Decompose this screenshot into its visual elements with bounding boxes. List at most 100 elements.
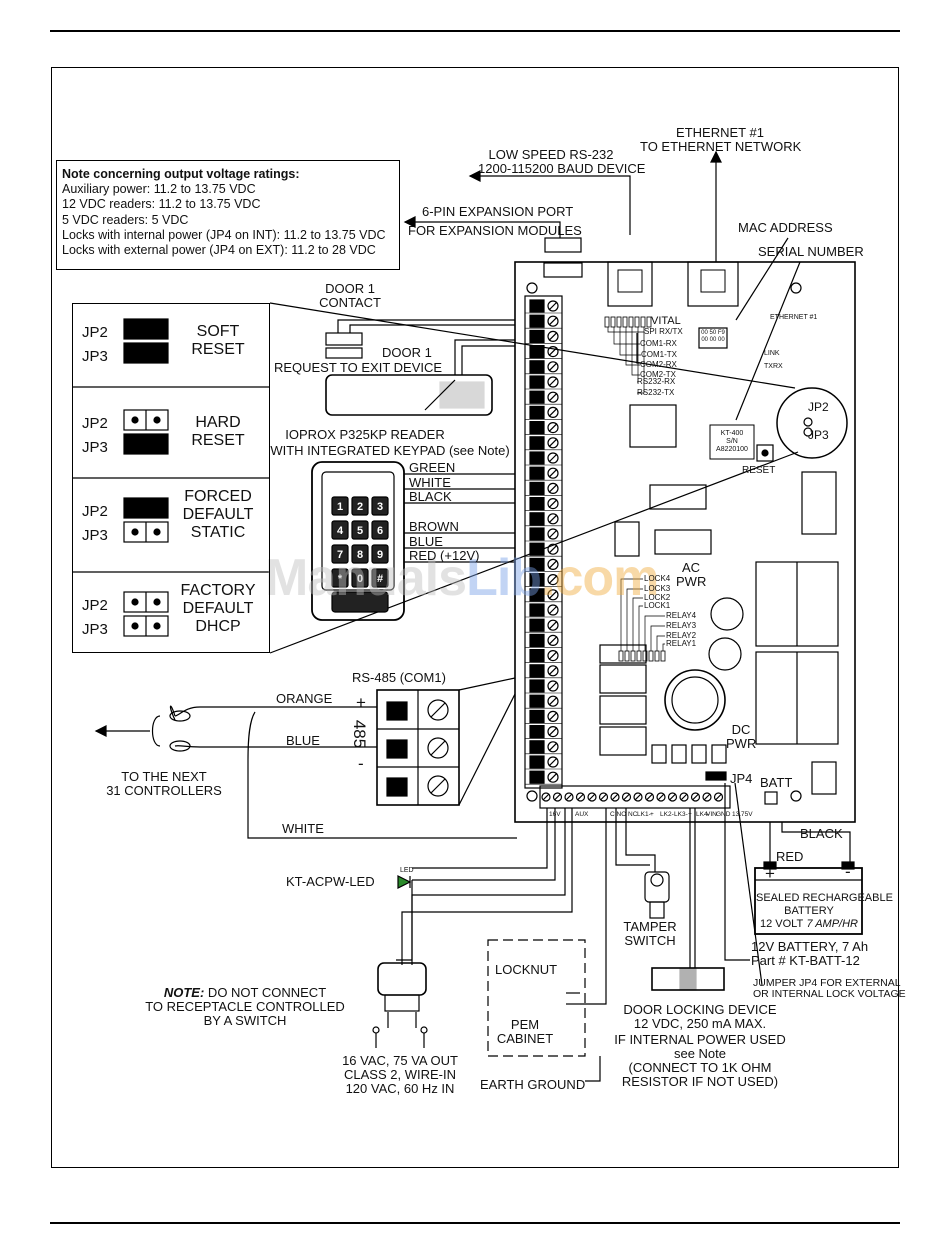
left-terminal-strip	[524, 295, 563, 789]
relay	[599, 644, 647, 664]
pem-cabinet	[487, 939, 586, 1057]
board-led-label: COM2-RX	[640, 360, 677, 369]
note-line: Auxiliary power: 11.2 to 13.75 VDC	[62, 182, 256, 197]
terminal-screw-slot	[529, 770, 545, 784]
bottom-terminal-label: LK3-	[674, 811, 688, 818]
keypad-key-label: 1	[337, 501, 343, 513]
terminal-screw-slot	[529, 724, 545, 739]
terminal-screw	[667, 792, 678, 802]
serial-label	[709, 424, 755, 460]
terminal-screw	[547, 315, 559, 327]
relay	[599, 664, 647, 694]
mac-address-label: MAC ADDRESS	[738, 220, 833, 235]
ethernet-jack	[687, 261, 739, 307]
chip	[614, 521, 640, 557]
keypad-key	[351, 568, 369, 588]
bottom-terminal-label: 13.75V	[732, 811, 753, 818]
keypad-key-label: 4	[337, 525, 344, 537]
wire-white: WHITE	[409, 475, 451, 490]
terminal-screw	[547, 680, 559, 692]
terminal-screw	[690, 792, 701, 802]
jp4-jumper	[705, 771, 727, 781]
terminal-screw-slot	[529, 390, 545, 404]
terminal-screw	[702, 792, 712, 802]
board-led-label: COM2-TX	[640, 370, 676, 379]
fuse	[691, 744, 707, 764]
earth-ground-label: EARTH GROUND	[480, 1077, 586, 1092]
terminal-screw	[547, 665, 559, 677]
terminal-screw	[633, 792, 643, 802]
keypad-key-label: 0	[357, 573, 363, 585]
relay	[599, 726, 647, 756]
keypad-key	[351, 520, 369, 540]
white-wire-label: WHITE	[282, 821, 324, 836]
terminal-screw-slot	[529, 497, 545, 511]
rs485-minus: -	[358, 754, 364, 773]
batt-connector	[764, 791, 778, 805]
board-led-label: RS232-TX	[637, 388, 675, 397]
relay	[599, 695, 647, 725]
kt-acpw-led-label: KT-ACPW-LED	[286, 874, 375, 889]
bottom-terminal-label: AUX	[575, 811, 589, 818]
note-line: 12 VDC readers: 11.2 to 13.75 VDC	[62, 197, 261, 212]
keypad-key-label: *	[338, 573, 343, 585]
terminal-screw-slot	[529, 360, 545, 374]
terminal-screw	[575, 792, 586, 802]
terminal-screw	[587, 792, 597, 802]
led	[622, 316, 628, 328]
terminal-screw-slot	[529, 618, 545, 632]
note-line: Locks with external power (JP4 on EXT): …	[62, 243, 376, 258]
reset-label: RESET	[742, 465, 776, 476]
relay-led-label: RELAY1	[666, 639, 697, 648]
keypad-key-label: 7	[337, 549, 343, 561]
bottom-terminal-label: +	[688, 811, 692, 818]
jp4-label: JP4	[730, 771, 753, 786]
watermark: ManualsLib.com	[265, 549, 659, 607]
locknut-label: LOCKNUT	[495, 962, 558, 977]
battery	[754, 867, 863, 935]
rex-device	[325, 374, 493, 416]
jumper-shorted	[123, 433, 169, 455]
jumper-shorted	[123, 318, 169, 340]
terminal-screw	[644, 792, 655, 802]
bottom-terminal-label: GND	[716, 811, 731, 818]
lock-led-label: LOCK4	[644, 574, 671, 583]
rs232-jack	[607, 261, 653, 307]
note-line: Locks with internal power (JP4 on INT): …	[62, 227, 386, 242]
terminal-screw	[552, 792, 563, 802]
terminal-screw-slot	[529, 481, 545, 495]
coin-battery	[664, 669, 726, 731]
terminal-screw-slot	[529, 740, 545, 754]
terminal-screw	[547, 634, 559, 647]
terminal-screw-slot	[529, 345, 545, 359]
terminal-screw	[547, 741, 559, 753]
terminal-screw	[541, 792, 551, 802]
terminal-screw-slot	[529, 603, 545, 617]
terminal-screw-slot	[529, 405, 545, 419]
jumper-zoom-circle	[776, 387, 848, 459]
keypad-key	[371, 544, 389, 564]
terminal-screw	[547, 452, 559, 464]
orange-wire-label: ORANGE	[276, 691, 333, 706]
relay-led-label: RELAY4	[666, 611, 697, 620]
transformer-block	[801, 471, 837, 535]
door-lock-device	[651, 967, 725, 991]
led-small-label: LED	[400, 867, 414, 874]
terminal-screw	[547, 725, 559, 738]
chip	[654, 529, 712, 555]
rs485-label: RS-485 (COM1)	[352, 670, 446, 685]
terminal-screw	[547, 346, 559, 358]
bottom-terminal-label: 16V	[549, 811, 561, 818]
